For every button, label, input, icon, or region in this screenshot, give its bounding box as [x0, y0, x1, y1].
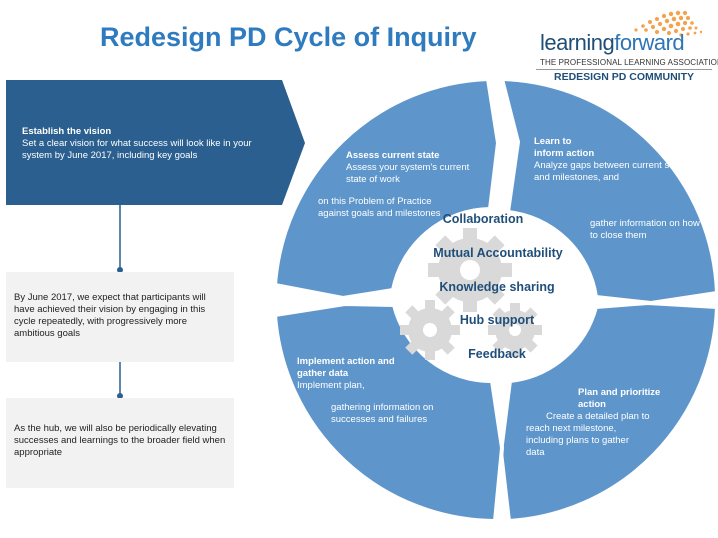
hub-feedback: Feedback	[468, 347, 526, 361]
learningforward-logo: learningforward THE PROFESSIONAL LEARNIN…	[536, 8, 718, 84]
plan-heading: Plan and prioritize action	[578, 387, 678, 411]
assess-body-1: Assess your system's current state of wo…	[346, 162, 470, 185]
hub-hub-support: Hub support	[459, 313, 535, 327]
vision-heading: Establish the vision	[22, 126, 112, 137]
hub-collaboration: Collaboration	[442, 212, 524, 226]
learn-heading-2: inform action	[534, 148, 595, 159]
segment-plan	[498, 300, 718, 524]
hub-mutual-accountability: Mutual Accountability	[433, 246, 563, 260]
implement-body-1: Implement plan,	[297, 380, 365, 391]
note-text-2: As the hub, we will also be periodically…	[14, 423, 226, 458]
assess-text: Assess current state Assess your system'…	[346, 150, 488, 186]
logo-divider	[536, 69, 712, 70]
segment-assess	[272, 76, 501, 301]
vision-text: Establish the vision Set a clear vision …	[22, 126, 282, 162]
segment-implement	[272, 301, 505, 524]
implement-text: Implement action and gather data Impleme…	[297, 356, 417, 392]
note-text-1: By June 2017, we expect that participant…	[14, 292, 206, 339]
learn-body-2: gather information on how to close them	[590, 218, 700, 241]
logo-wordmark: learningforward	[540, 30, 685, 55]
logo-community: REDESIGN PD COMMUNITY	[554, 71, 695, 83]
assess-body-2: on this Problem of Practice against goal…	[318, 196, 441, 219]
plan-heading-1: Plan and prioritize	[578, 387, 661, 398]
note-box-2: As the hub, we will also be periodically…	[6, 398, 234, 488]
vision-body: Set a clear vision for what success will…	[22, 138, 252, 161]
connector-dot-1	[117, 267, 123, 273]
implement-heading-2: gather data	[297, 368, 349, 379]
learn-text: Learn to inform action Analyze gaps betw…	[534, 136, 694, 184]
learn-heading-1: Learn to	[534, 136, 572, 147]
assess-heading: Assess current state	[346, 150, 440, 161]
logo-dots-icon	[634, 10, 703, 37]
page-title: Redesign PD Cycle of Inquiry	[100, 22, 477, 52]
vision-arrow	[6, 80, 305, 205]
implement-heading-1: Implement action and	[297, 356, 395, 367]
plan-body: Create a detailed plan to reach next mil…	[526, 411, 650, 458]
segment-learn	[499, 76, 718, 306]
logo-tagline: THE PROFESSIONAL LEARNING ASSOCIATION	[540, 58, 718, 67]
implement-body-2: gathering information on successes and f…	[331, 402, 434, 425]
hub-knowledge-sharing: Knowledge sharing	[439, 280, 555, 294]
note-box-1: By June 2017, we expect that participant…	[6, 272, 234, 362]
connector-dot-2	[117, 393, 123, 399]
plan-heading-2: action	[578, 399, 606, 410]
learn-body-1: Analyze gaps between current state and m…	[534, 160, 686, 183]
gears-icon	[400, 228, 542, 360]
